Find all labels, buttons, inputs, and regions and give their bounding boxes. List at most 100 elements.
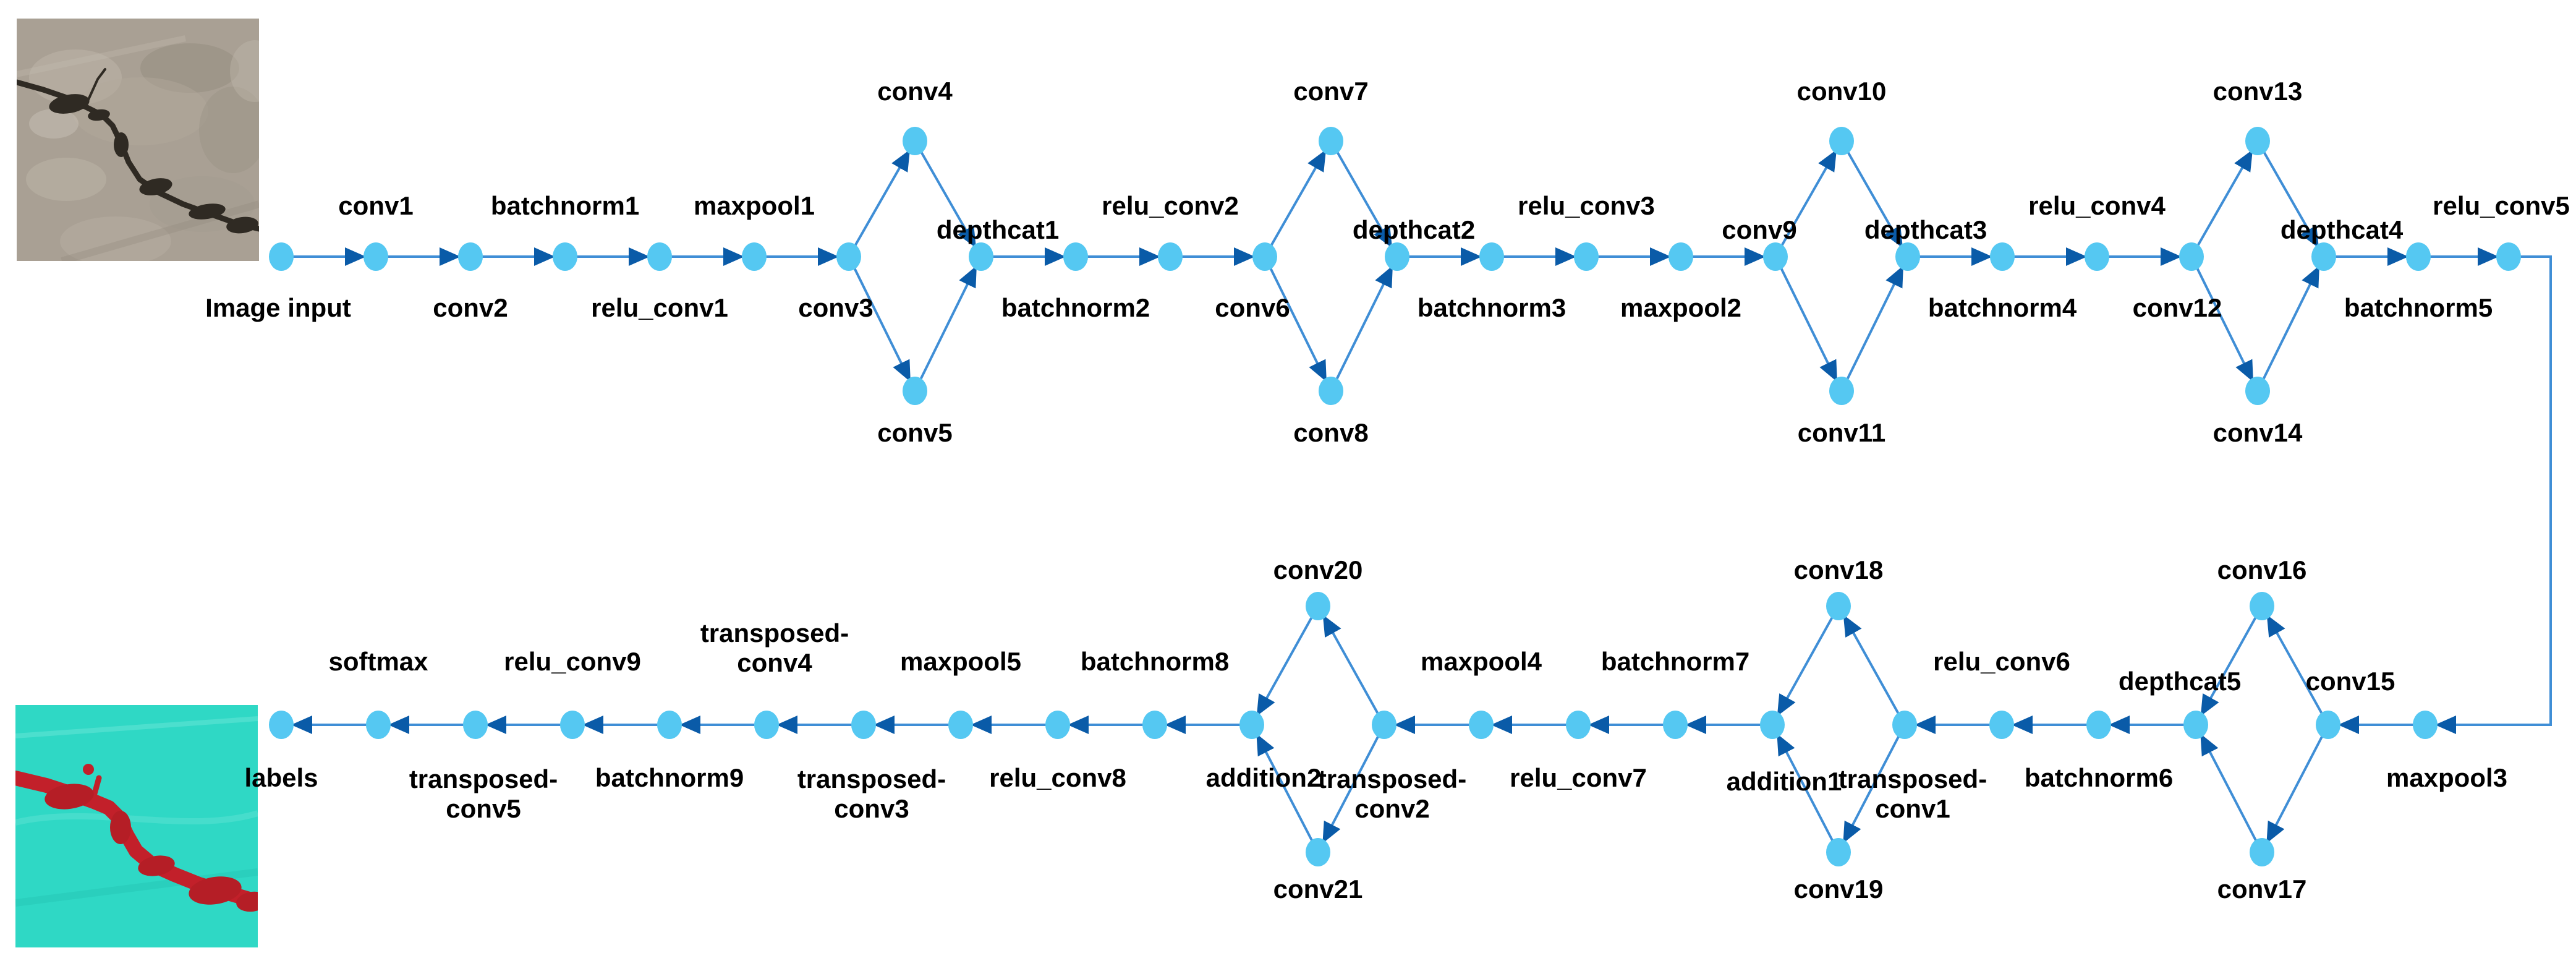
label-batchnorm1: batchnorm1 (491, 191, 639, 220)
label-relu_conv2: relu_conv2 (1102, 191, 1239, 220)
node-maxpool2 (1668, 242, 1693, 271)
node-conv18 (1826, 592, 1851, 620)
node-conv17 (2250, 838, 2274, 866)
label-line: conv1 (1875, 794, 1950, 823)
label-batchnorm2: batchnorm2 (1001, 293, 1150, 322)
mask-crack-blob (236, 891, 258, 912)
label-labels: labels (244, 763, 318, 792)
node-batchnorm6 (2086, 711, 2111, 739)
node-conv8 (1319, 377, 1343, 405)
edge-conv8-depthcat2 (1330, 256, 1398, 391)
node-transposed_conv5 (463, 711, 488, 739)
edge-conv20-addition2 (1251, 605, 1319, 725)
nodes-layer (269, 127, 2521, 866)
label-batchnorm5: batchnorm5 (2344, 293, 2493, 322)
node-maxpool5 (948, 711, 973, 739)
label-conv8: conv8 (1293, 418, 1368, 447)
label-depthcat2: depthcat2 (1353, 215, 1475, 244)
node-batchnorm3 (1479, 242, 1504, 271)
label-transposed_conv4: transposed-conv4 (700, 618, 849, 677)
node-conv6 (1252, 242, 1277, 271)
node-relu_conv5 (2496, 242, 2521, 271)
edge-conv14-depthcat4 (2256, 256, 2325, 391)
node-conv9 (1763, 242, 1788, 271)
node-labels (269, 711, 294, 739)
output-mask-photo (15, 705, 258, 947)
edge-conv13-depthcat4 (2256, 140, 2325, 257)
edge-conv9-conv11 (1774, 256, 1843, 391)
label-batchnorm7: batchnorm7 (1601, 647, 1749, 676)
edge-conv12-conv13 (2190, 140, 2259, 257)
node-relu_conv6 (1989, 711, 2014, 739)
mask-surface (15, 705, 258, 947)
label-batchnorm4: batchnorm4 (1928, 293, 2077, 322)
mask-crack-dot (83, 764, 94, 775)
label-depthcat5: depthcat5 (2119, 667, 2241, 696)
node-relu_conv1 (647, 242, 672, 271)
label-line: transposed- (409, 764, 558, 793)
label-conv14: conv14 (2213, 418, 2303, 447)
stone-texture-patch (29, 109, 79, 139)
edge-transposed_conv2-conv20 (1317, 605, 1385, 725)
stone-texture-patch (26, 158, 106, 201)
label-transposed_conv2: transposed-conv2 (1318, 764, 1466, 823)
edge-conv15-conv16 (2261, 605, 2329, 725)
node-maxpool1 (742, 242, 767, 271)
label-conv5: conv5 (877, 418, 952, 447)
edge-conv10-depthcat3 (1840, 140, 1909, 257)
label-maxpool3: maxpool3 (2386, 763, 2507, 792)
label-conv13: conv13 (2213, 77, 2303, 106)
node-maxpool3 (2413, 711, 2438, 739)
output-photo-content (15, 705, 258, 947)
node-addition2 (1239, 711, 1264, 739)
label-conv6: conv6 (1215, 293, 1290, 322)
label-maxpool4: maxpool4 (1421, 647, 1542, 676)
label-conv1: conv1 (338, 191, 413, 220)
node-relu_conv9 (560, 711, 585, 739)
edges-layer (281, 140, 2552, 853)
label-conv3: conv3 (798, 293, 873, 322)
edge-conv18-addition1 (1771, 605, 1840, 725)
label-conv12: conv12 (2133, 293, 2222, 322)
edge-conv5-depthcat1 (914, 256, 982, 391)
input-crack-photo (17, 19, 259, 261)
label-conv21: conv21 (1273, 874, 1363, 904)
label-relu_conv7: relu_conv7 (1510, 763, 1647, 792)
label-transposed_conv3: transposed-conv3 (797, 764, 946, 823)
stone-texture-patch (230, 40, 259, 102)
stone-highlight-streak (17, 35, 187, 77)
label-addition1: addition1 (1727, 767, 1842, 796)
edge-conv19-addition1 (1771, 724, 1840, 853)
node-conv10 (1829, 127, 1854, 155)
label-maxpool5: maxpool5 (900, 647, 1021, 676)
node-depthcat3 (1895, 242, 1920, 271)
edge-conv11-depthcat3 (1840, 256, 1909, 391)
edge-transposed_conv2-conv21 (1317, 724, 1385, 853)
edge-transposed_conv1-conv19 (1837, 724, 1906, 853)
node-maxpool4 (1469, 711, 1494, 739)
label-line: transposed- (1318, 764, 1466, 793)
node-batchnorm8 (1142, 711, 1167, 739)
node-relu_conv3 (1574, 242, 1599, 271)
label-maxpool1: maxpool1 (694, 191, 815, 220)
node-transposed_conv4 (754, 711, 779, 739)
edge-conv9-conv10 (1774, 140, 1843, 257)
node-depthcat4 (2311, 242, 2336, 271)
label-relu_conv6: relu_conv6 (1933, 647, 2070, 676)
edge-conv3-conv4 (848, 140, 916, 257)
label-batchnorm9: batchnorm9 (595, 763, 744, 792)
label-conv15: conv15 (2306, 667, 2395, 696)
label-softmax: softmax (328, 647, 428, 676)
stone-texture-patch (60, 216, 171, 261)
label-relu_conv8: relu_conv8 (989, 763, 1126, 792)
label-line: conv3 (834, 794, 909, 823)
node-conv16 (2250, 592, 2274, 620)
label-conv7: conv7 (1293, 77, 1368, 106)
edge-conv15-conv17 (2261, 724, 2329, 853)
node-batchnorm7 (1663, 711, 1688, 739)
node-batchnorm9 (657, 711, 682, 739)
node-batchnorm2 (1063, 242, 1088, 271)
label-relu_conv3: relu_conv3 (1518, 191, 1655, 220)
